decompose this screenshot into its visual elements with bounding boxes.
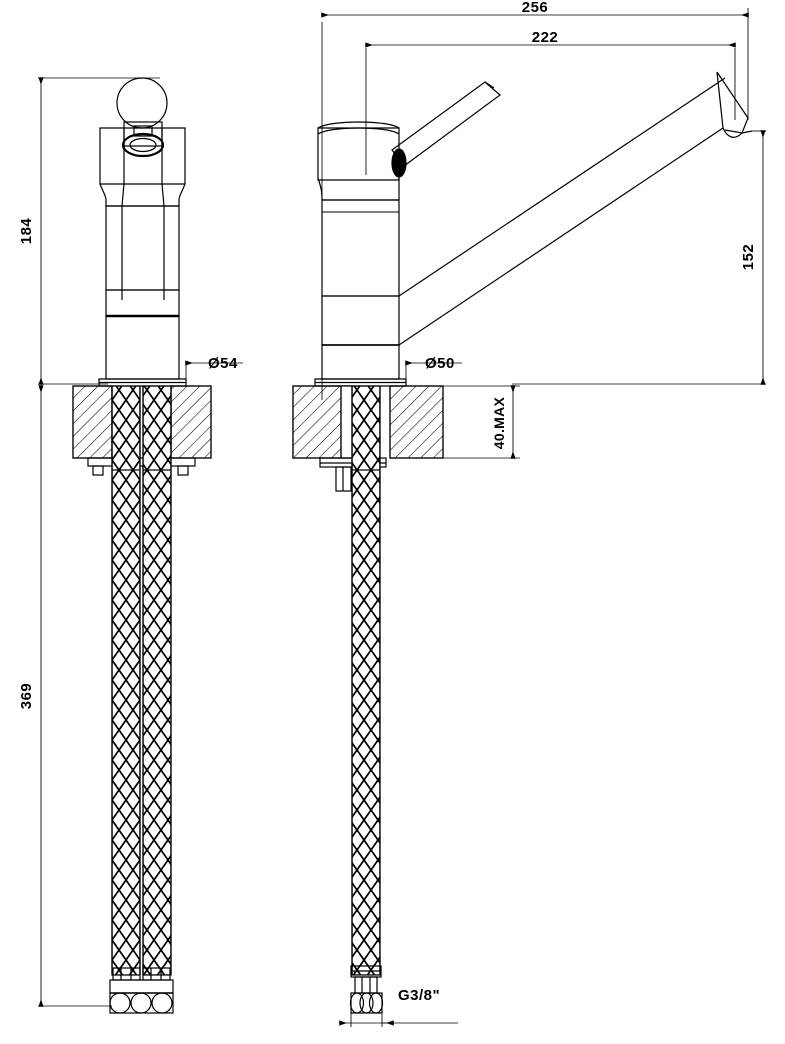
front-lower-barrel (105, 289, 180, 317)
side-spout-tip (716, 71, 753, 138)
front-base-flange (98, 378, 187, 387)
dimension-d54 (185, 360, 243, 380)
dimension-152 (512, 130, 766, 385)
front-lever-knob (116, 77, 168, 129)
dimension-label-222: 222 (532, 29, 559, 46)
front-mounting-deck (72, 385, 212, 459)
front-supply-hose-right (142, 385, 172, 976)
front-base-segment (105, 314, 180, 380)
side-waist (317, 177, 400, 201)
side-base-flange (314, 378, 407, 387)
dimension-label-d50: Ø50 (425, 355, 455, 372)
dimension-40max (443, 385, 520, 459)
front-view-group (72, 77, 212, 1014)
front-body-barrel (105, 205, 180, 300)
front-clamp-plate (87, 457, 196, 476)
dimension-text-layer: 256 222 184 369 152 40.MAX Ø54 Ø50 G3/8" (18, 0, 757, 1004)
side-mounting-deck (292, 385, 444, 459)
dimension-d50 (405, 360, 462, 380)
front-supply-hose-left (111, 385, 141, 976)
dimension-222 (365, 42, 736, 175)
front-lever-socket (121, 121, 165, 158)
front-waist (99, 183, 186, 207)
dimension-label-256: 256 (522, 0, 549, 16)
dimension-label-184: 184 (18, 218, 35, 245)
dimension-label-g38: G3/8" (398, 987, 440, 1004)
front-hose-end-fittings (109, 967, 174, 1014)
side-body-barrel (321, 199, 400, 297)
side-view-group (292, 71, 753, 1014)
side-spout-tube (398, 77, 726, 346)
side-supply-hose (351, 385, 381, 976)
dimension-label-369: 369 (18, 683, 35, 710)
side-lever-arm (391, 81, 501, 167)
side-hose-end-fitting (349, 965, 384, 1014)
dimension-label-d54: Ø54 (208, 355, 238, 372)
dimension-layer (38, 8, 766, 1027)
side-threaded-stud (340, 385, 354, 459)
dimension-g38 (339, 1013, 458, 1027)
dimension-256 (321, 8, 749, 400)
dimension-184 (38, 77, 160, 385)
side-lower-barrel (321, 295, 400, 380)
dimension-369 (38, 385, 112, 1007)
dimension-label-40max: 40.MAX (491, 396, 507, 449)
dimension-label-152: 152 (740, 244, 757, 271)
